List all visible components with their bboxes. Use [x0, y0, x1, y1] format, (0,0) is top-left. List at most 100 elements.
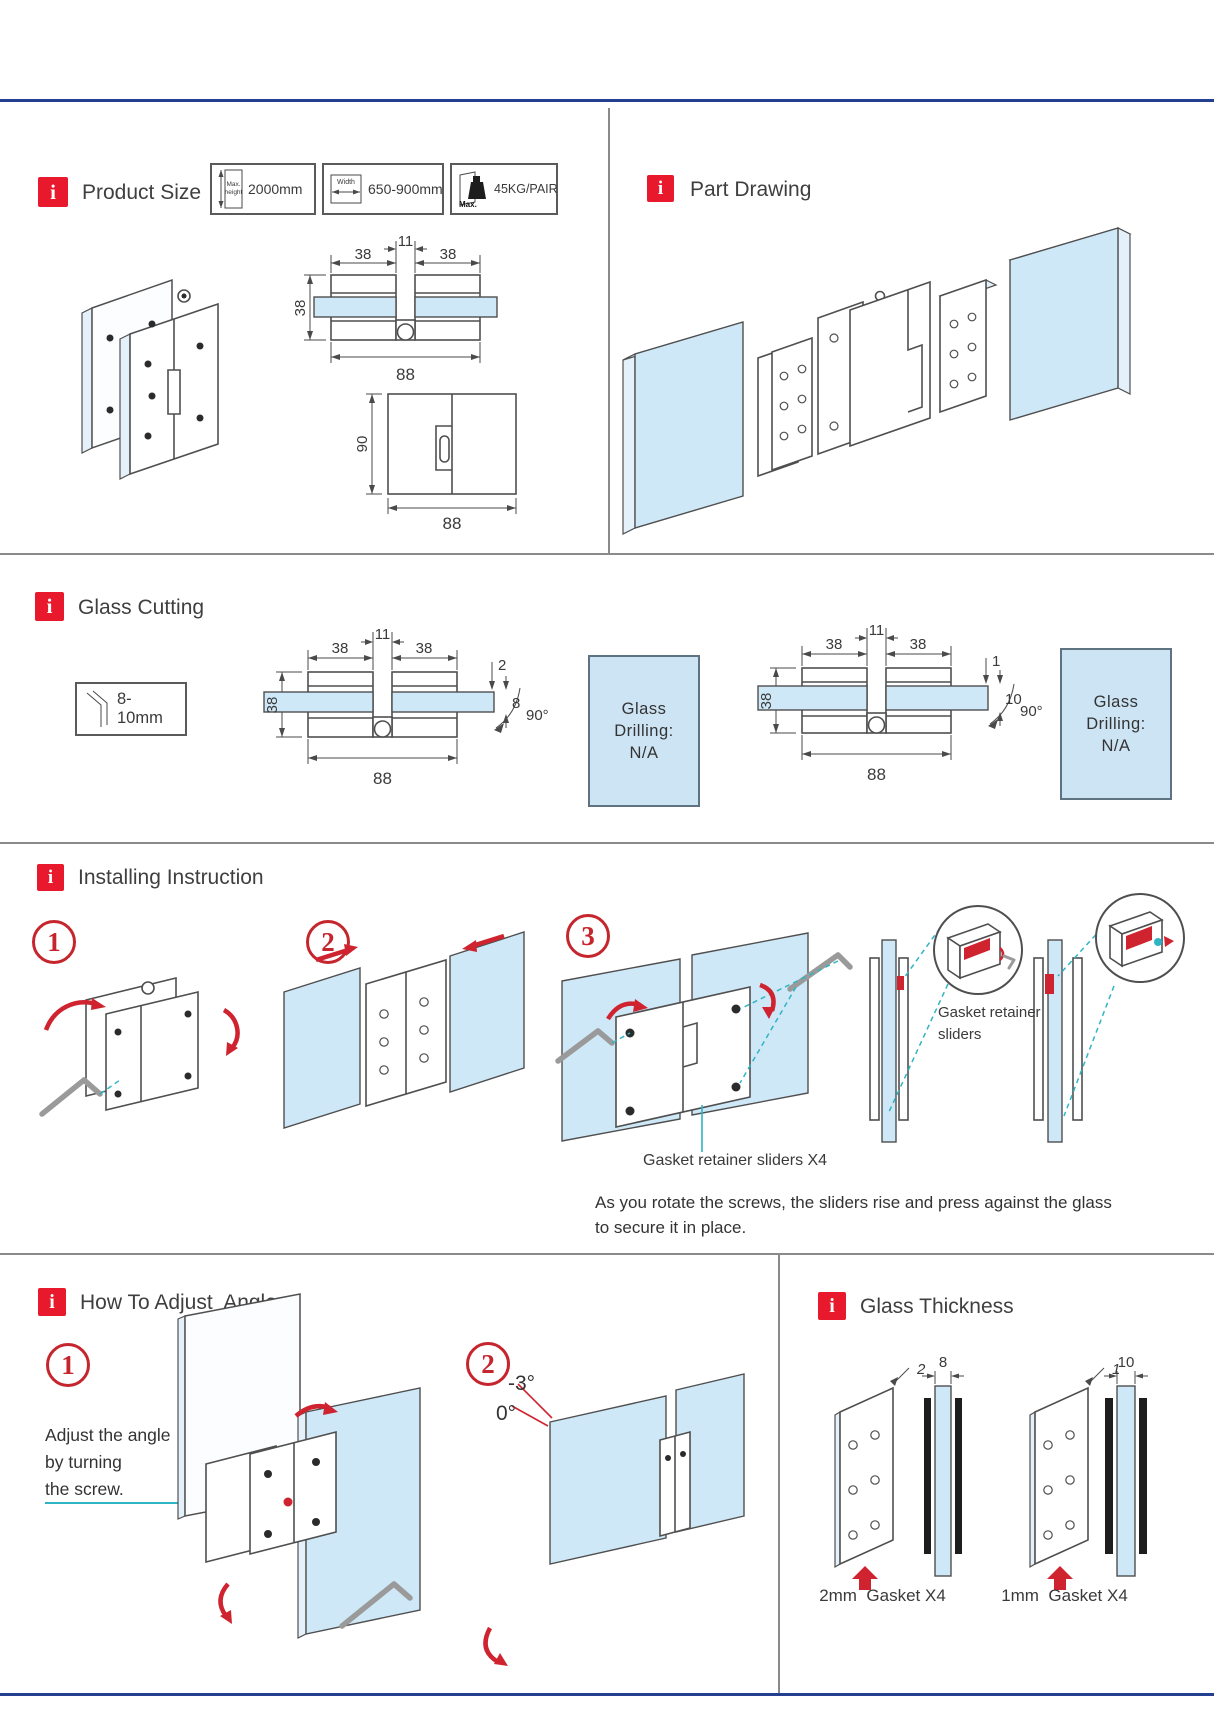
cutting-diagram-right: 38 11 38 38 1 10 90° 88	[757, 622, 1043, 784]
info-icon: i	[818, 1292, 846, 1320]
info-glyph: i	[50, 179, 56, 204]
install-note-line1: As you rotate the screws, the sliders ri…	[595, 1193, 1112, 1212]
dim-glass: 8	[512, 695, 520, 712]
hinge-body	[615, 986, 751, 1128]
info-icon: i	[38, 177, 68, 207]
glass-thickness-badge: 8-10mm	[75, 682, 187, 736]
adjust-step1-drawing	[177, 1293, 421, 1639]
clamp-body	[757, 667, 989, 734]
angle-callout-lines	[511, 1383, 553, 1427]
max-height-icon: Max. height	[218, 169, 243, 209]
dim-88: 88	[443, 514, 462, 533]
left-glass-panel	[622, 321, 744, 535]
drill-text: Glass	[1093, 692, 1139, 711]
dimension-lines	[770, 628, 952, 760]
dim-88: 88	[867, 765, 886, 784]
rotate-arrows	[606, 982, 776, 1021]
spec-width: Width 650-900mm	[322, 163, 444, 215]
section-title-installing: Installing Instruction	[78, 866, 264, 889]
hinge-body	[85, 976, 199, 1112]
top-rule	[0, 99, 1214, 102]
drill-text: Glass	[621, 699, 667, 718]
dim-38-left: 38	[826, 636, 843, 653]
adjust-screw	[283, 1497, 293, 1507]
dimension-lines	[366, 393, 517, 514]
glass-panel-right	[449, 931, 525, 1093]
hinge-body	[205, 1430, 337, 1564]
weight-icon-label: Max.	[459, 200, 477, 209]
step-number: 3	[581, 920, 595, 951]
cutting-diagram-left: 38 11 38 38 2 8 90° 88	[263, 626, 549, 788]
dim-38-left: 38	[355, 246, 372, 263]
allen-key-left	[555, 1028, 615, 1064]
glass-panel-left	[549, 1395, 667, 1565]
dim-angle: 90°	[1020, 703, 1043, 720]
glass-drilling-panel-right: Glass Drilling: N/A	[1060, 648, 1172, 800]
dim-glass: 10	[1005, 691, 1022, 708]
dim-38-right: 38	[910, 636, 927, 653]
install-step3-drawing	[555, 932, 853, 1152]
glass-thickness-drawing: 2 8 1 10	[834, 1354, 1148, 1590]
height-icon-label: Max.	[226, 181, 240, 188]
allen-key	[39, 1077, 103, 1117]
drill-text: N/A	[629, 744, 659, 763]
gasket-slider-callout: Gasket retainer sliders	[938, 1004, 1041, 1043]
gasket-2mm-label: 2mm Gasket X4	[819, 1586, 946, 1605]
gasket-slider	[1045, 974, 1054, 994]
clamp-body	[263, 671, 495, 738]
callout-dash	[99, 1079, 121, 1095]
notch-dimensions	[489, 662, 521, 733]
slide-arrows	[315, 933, 505, 963]
drill-text: N/A	[1101, 737, 1131, 756]
dim-11: 11	[375, 626, 391, 643]
divider-3	[0, 1253, 1214, 1255]
info-glyph: i	[49, 1290, 55, 1313]
gasket-slot	[964, 938, 990, 960]
right-glass-panel	[1008, 227, 1132, 421]
info-icon: i	[35, 592, 64, 621]
spec-height-value: 2000mm	[248, 181, 303, 197]
screw-head	[1154, 938, 1162, 946]
dimension-lines	[276, 632, 458, 764]
step-number: 1	[61, 1349, 75, 1380]
gasket-slot	[1126, 926, 1152, 950]
exploded-view-drawing	[622, 227, 1132, 535]
adjust-instruction-text: Adjust the angle by turning the screw.	[45, 1425, 171, 1500]
glass-corner-icon	[86, 690, 108, 727]
adjust-step-2-badge: 2	[466, 1342, 510, 1386]
info-glyph: i	[829, 1294, 835, 1317]
width-icon: Width	[330, 174, 362, 204]
dim-88: 88	[373, 769, 392, 788]
section-title-part-drawing: Part Drawing	[690, 178, 812, 201]
width-icon-label: Width	[337, 179, 355, 186]
allen-key	[339, 1581, 413, 1629]
info-glyph: i	[46, 594, 53, 618]
gasket-slider-x4-label: Gasket retainer sliders X4	[643, 1152, 828, 1169]
step-2-badge: 2	[306, 920, 350, 964]
drill-text: Drilling:	[614, 721, 674, 740]
hinge-top-view-body	[313, 274, 498, 341]
divider-1	[0, 553, 1214, 555]
section-title-glass-cutting: Glass Cutting	[78, 596, 205, 619]
sideview-a	[869, 905, 1023, 1143]
section-title-glass-thickness: Glass Thickness	[860, 1295, 1014, 1318]
dim-38-right: 38	[416, 640, 433, 657]
hinge-isometric-drawing	[81, 278, 219, 480]
dim-gap: 2	[498, 657, 506, 674]
step-number: 1	[47, 926, 61, 957]
front-view-body	[387, 393, 517, 495]
info-icon: i	[37, 864, 64, 891]
info-icon: i	[647, 175, 674, 202]
spec-max-height: Max. height 2000mm	[210, 163, 316, 215]
spec-width-value: 650-900mm	[368, 181, 443, 197]
hinge-body	[659, 1430, 691, 1538]
dim-88: 88	[396, 365, 415, 384]
divider-2	[0, 842, 1214, 844]
dim-glass-8: 8	[939, 1354, 947, 1371]
divider-vertical-top	[608, 108, 610, 553]
dim-gasket-2: 2	[916, 1361, 926, 1378]
callout-dashes	[611, 960, 839, 1084]
dim-38-left: 38	[332, 640, 349, 657]
adjust-step-1-badge: 1	[46, 1343, 90, 1387]
